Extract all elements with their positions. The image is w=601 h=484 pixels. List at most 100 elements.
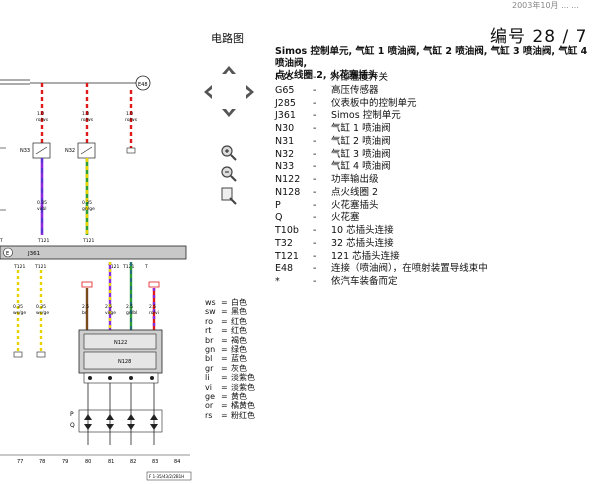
legend-code: N30	[275, 123, 295, 134]
legend-code: N33	[275, 161, 295, 173]
color-dash: =	[221, 392, 228, 402]
wire-bottom-1: 0.35 ws/ge	[13, 270, 26, 358]
legend-dash: -	[313, 84, 317, 96]
color-dash: =	[221, 335, 228, 345]
legend-code: N128	[275, 186, 301, 198]
color-code-item: sw=黑色	[205, 307, 255, 316]
connector-label: T121	[34, 264, 46, 270]
circuit-title-line2: 点火线圈 2, 火花塞插头	[275, 70, 378, 81]
legend-item: E48-连接（喷油阀），在喷射装置导线束中	[275, 263, 488, 276]
svg-text:2.5: 2.5	[149, 304, 156, 310]
connector-label: T121	[13, 264, 25, 270]
legend-dash: -	[313, 186, 317, 198]
legend-desc: 依汽车装备而定	[331, 276, 398, 287]
legend-code: T10b	[275, 225, 299, 236]
color-dash: =	[221, 373, 228, 383]
color-desc: 黑色	[231, 307, 247, 317]
color-code-item: ge=黄色	[205, 392, 255, 401]
page-number: 编号 28 / 7	[490, 27, 588, 47]
color-dash: =	[221, 354, 228, 364]
legend-code: F38	[275, 72, 293, 83]
color-code-item: gn=绿色	[205, 345, 255, 354]
legend-dash: -	[313, 212, 317, 224]
svg-text:N33: N33	[20, 148, 30, 154]
legend-code: J285	[275, 97, 296, 109]
legend-item: * - 依汽车装备而定	[275, 276, 488, 289]
color-dash: =	[221, 410, 228, 420]
wire-bottom-4: 2.5 vi/ge	[105, 262, 116, 330]
circuit-title-line1: Simos 控制单元, 气缸 1 喷油阀, 气缸 2 喷油阀, 气缸 3 喷油阀…	[275, 46, 588, 69]
pan-arrows-icon[interactable]	[204, 66, 254, 117]
svg-text:gn/ge: gn/ge	[82, 206, 95, 212]
legend-desc: 气缸 4 喷油阀	[331, 161, 391, 173]
legend-dash: -	[313, 263, 317, 275]
connector-label: T	[144, 264, 148, 270]
svg-text:E: E	[6, 251, 9, 257]
legend-dash: -	[313, 135, 317, 147]
legend-item: J285 - 仪表板中的控制单元	[275, 98, 488, 111]
legend-desc: 32 芯插头连接	[331, 237, 394, 249]
legend-item: N128-点火线圈 2	[275, 187, 488, 200]
legend-item: Q - 火花塞	[275, 212, 488, 225]
wire-mid-2: 0.35 gn/ge	[82, 158, 95, 235]
svg-text:vi/ge: vi/ge	[105, 310, 116, 316]
legend-desc: 高压传感器	[331, 84, 379, 96]
legend-dash: -	[313, 97, 317, 109]
zoom-out-icon[interactable]	[221, 166, 237, 182]
color-code-item: bl=蓝色	[205, 354, 255, 363]
svg-text:2.5: 2.5	[105, 304, 112, 310]
legend-item: N31-气缸 2 喷油阀	[275, 136, 488, 149]
legend-item: P-火花塞插头	[275, 200, 488, 213]
wire-mid-1: 0.35 vi/bl	[37, 158, 47, 235]
svg-text:79: 79	[62, 459, 68, 465]
connector-strip	[83, 372, 159, 384]
legend-item: N33-气缸 4 喷油阀	[275, 161, 488, 174]
legend-desc: 仪表板中的控制单元	[331, 97, 417, 109]
legend-code: *	[275, 276, 280, 287]
color-code: ro	[205, 316, 214, 326]
color-dash: =	[221, 326, 228, 336]
legend-item: T10b-10 芯插头连接	[275, 225, 488, 238]
legend-item: N32-气缸 3 喷油阀	[275, 149, 488, 162]
color-desc: 粉红色	[231, 410, 255, 420]
legend-dash: -	[313, 174, 317, 185]
color-code: gr	[205, 363, 214, 373]
legend-dash: -	[313, 276, 317, 287]
svg-text:2.5: 2.5	[82, 304, 89, 310]
svg-text:2.5: 2.5	[126, 304, 133, 310]
color-code: li	[205, 373, 210, 383]
svg-text:1.0: 1.0	[82, 111, 89, 117]
color-code-item: or=橘黄色	[205, 401, 255, 410]
color-desc: 淡紫色	[231, 382, 255, 392]
color-code-item: gr=灰色	[205, 364, 255, 373]
legend-dash: -	[313, 225, 317, 236]
ref-box	[146, 471, 192, 481]
power-stage-module: N122 N128	[78, 329, 163, 374]
zoom-in-icon[interactable]	[221, 145, 237, 161]
svg-text:N122: N122	[114, 340, 127, 346]
svg-text:0.35: 0.35	[37, 200, 47, 206]
legend-item: T32-32 芯插头连接	[275, 238, 488, 251]
wire-top-2: 1.0 ro/ws	[81, 83, 94, 143]
color-desc: 橘黄色	[231, 401, 255, 411]
legend-code: N32	[275, 148, 295, 160]
svg-text:J361: J361	[27, 251, 40, 257]
wire-bottom-5: 2.5 gn/bl	[126, 262, 137, 330]
legend-item: G65-高压传感器	[275, 85, 488, 98]
color-dash: =	[221, 363, 228, 373]
page-icon[interactable]	[221, 187, 237, 205]
legend-desc: 气缸 3 喷油阀	[331, 148, 391, 160]
legend-dash: -	[313, 237, 317, 249]
svg-text:gn/bl: gn/bl	[126, 310, 137, 316]
svg-text:ro/ws: ro/ws	[81, 117, 94, 123]
legend-desc: 火花塞	[331, 212, 360, 224]
color-dash: =	[221, 316, 228, 326]
circuit-title: Simos 控制单元, 气缸 1 喷油阀, 气缸 2 喷油阀, 气缸 3 喷油阀…	[275, 46, 597, 82]
color-code-item: rt=红色	[205, 326, 255, 335]
legend-code: T121	[275, 250, 299, 262]
legend-code: Q	[275, 212, 283, 224]
legend-desc: 气缸 2 喷油阀	[331, 135, 391, 147]
svg-text:84: 84	[174, 459, 180, 465]
color-code: or	[205, 401, 214, 411]
